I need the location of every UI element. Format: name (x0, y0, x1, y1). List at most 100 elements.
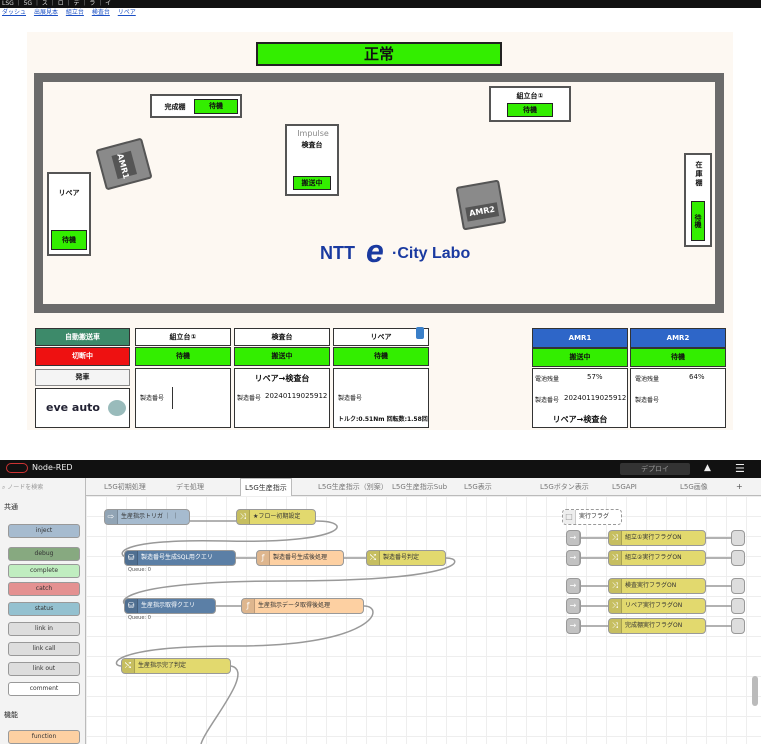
amr1-battery: 57% (587, 373, 603, 381)
station-complete-status: 待機 (194, 99, 238, 114)
palette-node-comment[interactable]: comment (8, 682, 80, 696)
order-button[interactable]: 発車 (35, 369, 130, 386)
palette-node-catch[interactable]: catch (8, 582, 80, 596)
deploy-button[interactable]: デプロイ (620, 463, 690, 475)
node-db-query1-status: Queue: 0 (128, 567, 151, 573)
palette-node-debug[interactable]: debug (8, 547, 80, 561)
database-icon: ⛁ (125, 599, 138, 613)
tab-l5g-init[interactable]: L5G初期処理 (104, 483, 146, 491)
amr1-detail: 電池残量 57% 製造番号 20240119025912 リペア→検査台 (532, 368, 628, 428)
station-assembly-label: 組立台① (516, 92, 544, 100)
inspection-status: 搬送中 (234, 347, 330, 366)
node-link-out-1[interactable] (731, 530, 745, 546)
node-db-query2-status: Queue: 0 (128, 615, 151, 621)
palette-category-common[interactable]: 共通 (4, 503, 18, 511)
divider (172, 387, 173, 409)
amr1-header: AMR1 (532, 328, 628, 348)
nav-link-assembly[interactable]: 組立台 (65, 9, 84, 16)
tab-l5g-display[interactable]: L5G表示 (464, 483, 492, 491)
tab-l5g-production[interactable]: L5G生産指示 (240, 478, 292, 496)
station-complete-label: 完成棚 (164, 103, 186, 111)
amr2-label: AMR2 (465, 202, 500, 222)
vehicle-icon (107, 400, 126, 416)
change-icon: ⤨ (609, 579, 622, 593)
node-link-in-5[interactable]: → (566, 618, 581, 634)
node-link-out-4[interactable] (731, 598, 745, 614)
palette-node-link-in[interactable]: link in (8, 622, 80, 636)
node-flag-1[interactable]: ⤨組立①実行フラグON (608, 530, 706, 546)
amr2-serial-label: 製造番号 (635, 397, 660, 404)
main-status-badge: 正常 (256, 42, 502, 66)
palette-search[interactable]: ⌕ ノードを検索 (2, 482, 82, 494)
tab-l5g-production-sub[interactable]: L5G生産指示Sub (392, 483, 448, 491)
node-flow-init[interactable]: ⤨★フロー初期設定 (236, 509, 316, 525)
assembly-header: 組立台① (135, 328, 231, 346)
tab-demo[interactable]: デモ処理 (176, 483, 204, 491)
station-assembly-status: 待機 (507, 103, 553, 117)
link-icon: → (567, 579, 580, 593)
node-flow-init-label: ★フロー初期設定 (253, 513, 301, 520)
node-flag-3-label: 検査実行フラグON (625, 582, 677, 589)
nav-link-dashboard[interactable]: ダッシュ (2, 9, 27, 16)
repair-header: リペア (333, 328, 429, 346)
palette-node-complete[interactable]: complete (8, 564, 80, 578)
nodered-title: Node-RED (32, 463, 73, 472)
palette-node-inject[interactable]: inject (8, 524, 80, 538)
tab-l5g-image[interactable]: L5G画像 (680, 483, 708, 491)
node-flag-1-label: 組立①実行フラグON (625, 534, 682, 541)
node-flag-2[interactable]: ⤨組立②実行フラグON (608, 550, 706, 566)
nav-links: ダッシュ 出展見本 組立台 検査台 リペア (0, 8, 761, 18)
node-sw-judge[interactable]: ⤭製造番号判定 (366, 550, 446, 566)
user-icon[interactable]: ▲ (704, 463, 711, 473)
add-tab-icon[interactable]: + (736, 482, 743, 491)
node-gen-end[interactable]: ⤭生産指示完了判定 (121, 658, 231, 674)
flow-workspace[interactable]: ⇨生産指示トリガ ｜ ｜ ⤨★フロー初期設定 ⛁製造番号生成SQL用クエリ Qu… (86, 496, 761, 744)
node-link-in-2[interactable]: → (566, 550, 581, 566)
node-flag-comment[interactable]: □実行フラグ (562, 509, 622, 525)
nav-link-repair[interactable]: リペア (117, 9, 136, 16)
nav-link-sample[interactable]: 出展見本 (33, 9, 58, 16)
node-db-query2-label: 生産指示取得クエリ (141, 602, 196, 609)
station-complete: 完成棚 待機 (150, 94, 242, 118)
node-link-out-3[interactable] (731, 578, 745, 594)
station-storage-label: 在庫棚 (695, 161, 703, 187)
node-trigger[interactable]: ⇨生産指示トリガ ｜ ｜ (104, 509, 190, 525)
ntt-ecity-labo-logo: NTT e ·City Labo (320, 233, 500, 269)
node-link-in-4[interactable]: → (566, 598, 581, 614)
switch-icon: ⤭ (122, 659, 135, 673)
node-link-out-2[interactable] (731, 550, 745, 566)
node-link-in-1[interactable]: → (566, 530, 581, 546)
change-icon: ⤨ (237, 510, 250, 524)
inspection-serial-label: 製造番号 (237, 395, 262, 402)
node-db-query1-label: 製造番号生成SQL用クエリ (141, 554, 213, 561)
palette-category-function[interactable]: 機能 (4, 711, 18, 719)
node-link-in-3[interactable]: → (566, 578, 581, 594)
node-flag-4[interactable]: ⤨リペア実行フラグON (608, 598, 706, 614)
station-inspection-label: 検査台 (301, 141, 323, 149)
node-db-query2[interactable]: ⛁生産指示取得クエリ (124, 598, 216, 614)
palette-node-link-call[interactable]: link call (8, 642, 80, 656)
flow-tabs: L5G初期処理 デモ処理 L5G生産指示 L5G生産指示（別案） L5G生産指示… (86, 478, 761, 496)
tab-l5g-button[interactable]: L5Gボタン表示 (540, 483, 589, 491)
menu-icon[interactable]: ☰ (735, 462, 745, 475)
palette-search-input[interactable]: ノードを検索 (7, 484, 44, 491)
amr1-battery-label: 電池残量 (535, 376, 560, 383)
palette-node-status[interactable]: status (8, 602, 80, 616)
node-db-query1[interactable]: ⛁製造番号生成SQL用クエリ (124, 550, 236, 566)
amr2-robot: AMR2 (455, 179, 507, 231)
switch-icon: ⤭ (367, 551, 380, 565)
node-flag-5[interactable]: ⤨完成棚実行フラグON (608, 618, 706, 634)
nav-link-inspection[interactable]: 検査台 (91, 9, 110, 16)
node-link-out-5[interactable] (731, 618, 745, 634)
node-fn-sequence-label: 製造番号生成後処理 (273, 554, 328, 561)
tab-l5g-api[interactable]: L5GAPI (612, 483, 637, 491)
workspace-scrollbar[interactable] (752, 676, 758, 706)
inspection-detail: リペア→検査台 製造番号 20240119025912 (234, 368, 330, 428)
node-flag-3[interactable]: ⤨検査実行フラグON (608, 578, 706, 594)
amr2-battery: 64% (689, 373, 705, 381)
palette-node-function[interactable]: function (8, 730, 80, 744)
palette-node-link-out[interactable]: link out (8, 662, 80, 676)
tab-l5g-production-alt[interactable]: L5G生産指示（別案） (318, 483, 388, 491)
